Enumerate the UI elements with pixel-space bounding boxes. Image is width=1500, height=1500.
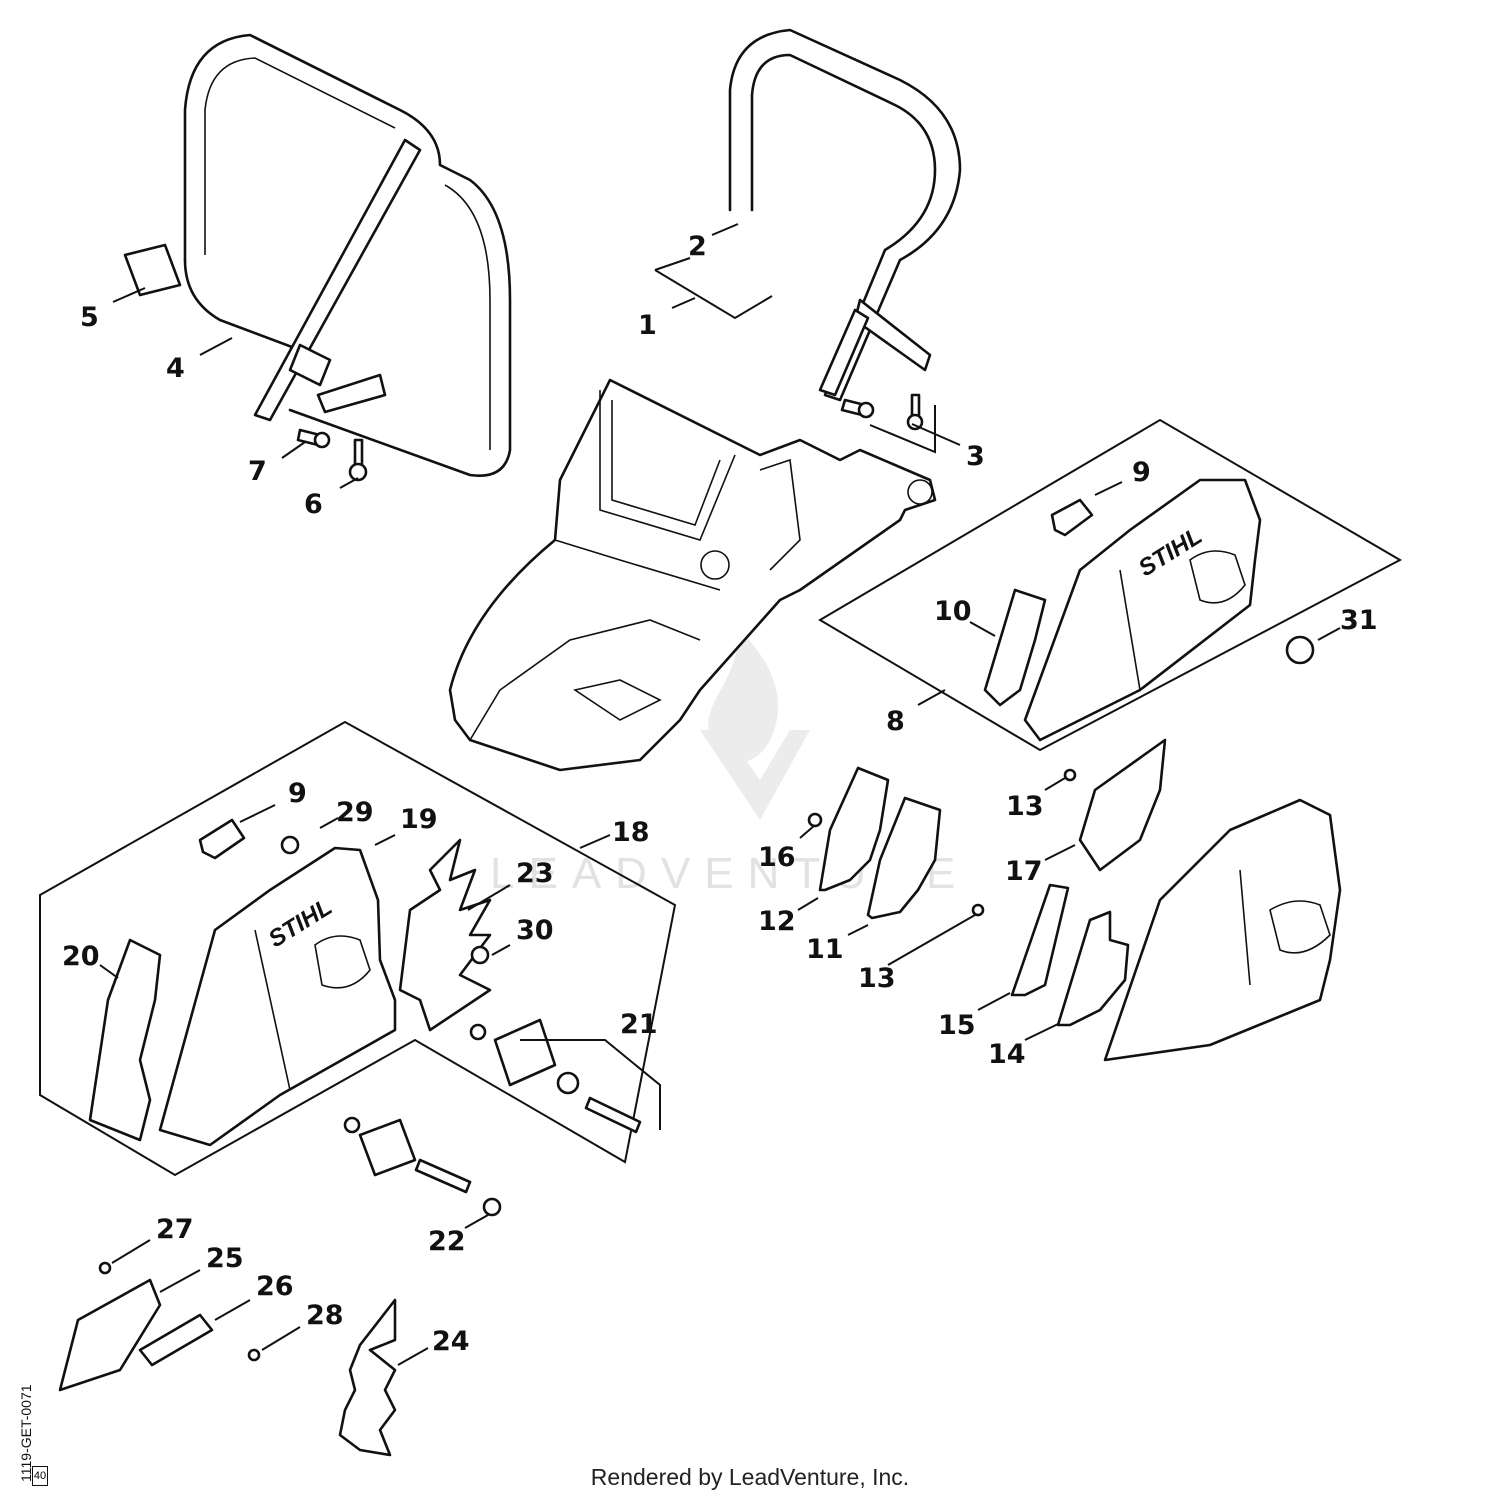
drawing-code-box: 40 [32,1466,48,1486]
chain-catcher-part-10 [983,588,1047,707]
callout-17: 17 [1005,856,1043,887]
sprocket-cover-right [1103,798,1342,1062]
spacer-part-22 [343,1116,502,1217]
callout-19: 19 [400,804,438,835]
callout-10: 10 [934,596,972,627]
callout-18: 18 [612,817,650,848]
nut-part-9-upper [1050,498,1094,537]
bumper-spike-part-23 [398,838,492,1032]
callout-3: 3 [966,441,985,472]
callout-24: 24 [432,1326,470,1357]
callout-31: 31 [1340,605,1378,636]
callout-7: 7 [248,456,267,487]
leader-group-3 [869,405,936,454]
callout-4: 4 [166,353,185,384]
chain-catcher-part-20 [88,938,162,1142]
screw-part-7 [296,428,331,449]
chain-catcher-part-15 [1010,883,1070,997]
leader-lines [99,223,1341,1366]
callout-5: 5 [80,302,99,333]
screw-part-13-upper [1063,768,1077,782]
callout-30: 30 [516,915,554,946]
screw-part-16 [807,812,823,828]
chain-guide-part-12 [818,766,890,892]
callout-22: 22 [428,1226,466,1257]
callout-2: 2 [688,231,707,262]
callout-25: 25 [206,1243,244,1274]
screw-part-13-lower [971,903,985,917]
callout-8: 8 [886,706,905,737]
callout-29: 29 [336,797,374,828]
callout-9-lower: 9 [288,778,307,809]
nut-part-31 [1285,635,1315,665]
callout-9-upper: 9 [1132,457,1151,488]
callout-11: 11 [806,934,844,965]
callout-20: 20 [62,941,100,972]
callout-28: 28 [306,1300,344,1331]
callout-12: 12 [758,906,796,937]
strip-part-26 [138,1313,214,1367]
callout-13-lower: 13 [858,963,896,994]
callout-13-upper: 13 [1006,791,1044,822]
plate-part-25 [58,1278,162,1392]
callout-26: 26 [256,1271,294,1302]
front-handle [728,28,962,402]
callout-1: 1 [638,310,657,341]
callout-labels: 1 2 3 4 5 6 7 8 9 9 10 11 12 13 13 14 15… [62,231,1378,1357]
screw-part-3 [840,393,924,431]
insert-part-5 [123,243,182,297]
handlebar-wrap [183,33,512,478]
chain-catcher-part-14 [1056,910,1130,1027]
callout-27: 27 [156,1214,194,1245]
rivet-part-28 [247,1348,261,1362]
spacer-part-21 [469,1018,642,1134]
drawing-code: 1119-GET-0071 40 [12,1380,48,1490]
leader-group-21 [520,1039,661,1130]
callout-23: 23 [516,858,554,889]
plate-part-17 [1078,738,1167,872]
group-outline-18 [39,720,677,1177]
bumper-spike-part-24 [338,1298,397,1457]
crankcase-housing [448,378,937,772]
callout-14: 14 [988,1039,1026,1070]
nut-part-30 [470,945,490,965]
rivet-part-27 [98,1261,112,1275]
footer-credit: Rendered by LeadVenture, Inc. [590,1464,910,1490]
screw-part-29 [280,835,300,855]
group-outline-8 [818,418,1403,752]
sprocket-cover-part-19: STIHL [158,846,397,1147]
screw-part-6 [348,438,368,482]
leader-group-1 [654,257,773,320]
callout-6: 6 [304,489,323,520]
callout-21: 21 [620,1009,658,1040]
nut-part-9-lower [198,818,246,860]
callout-15: 15 [938,1010,976,1041]
callout-16: 16 [758,842,796,873]
chain-guide-part-11 [866,796,942,920]
sprocket-cover-part-8: STIHL [1023,478,1262,742]
